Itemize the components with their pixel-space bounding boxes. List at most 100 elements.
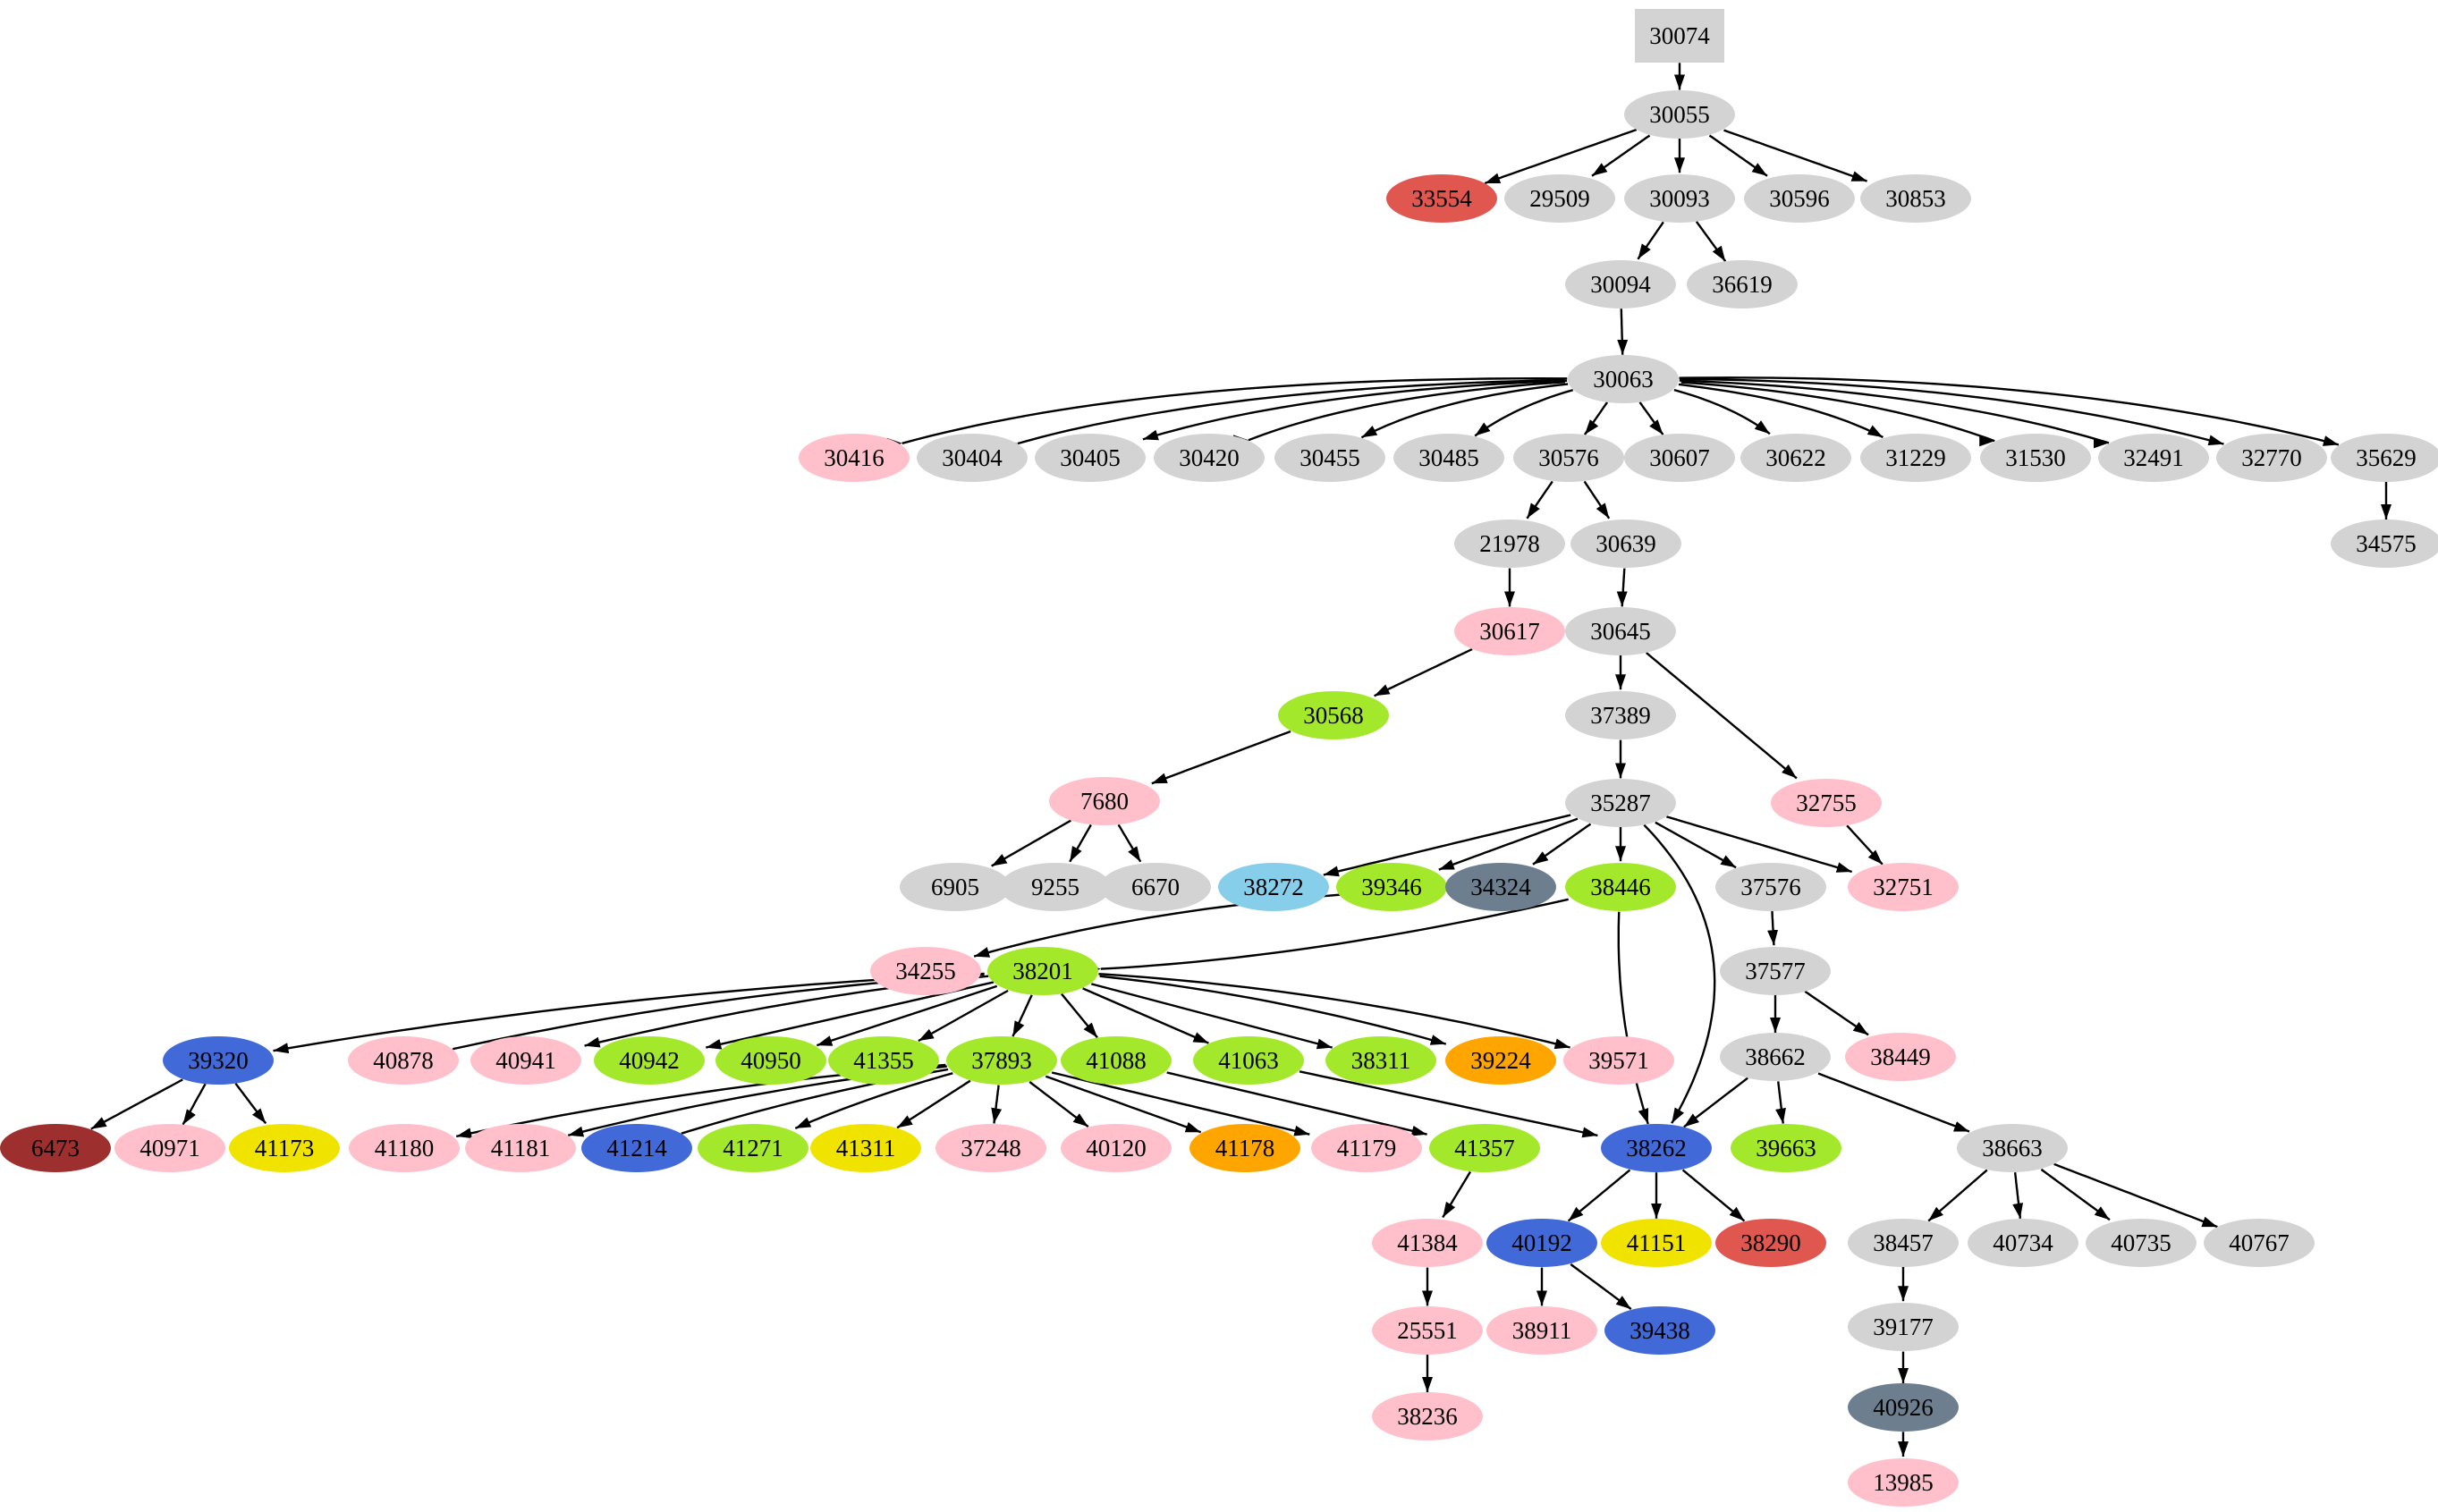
edge-41063-38262 — [1299, 1070, 1598, 1138]
edge-39320-6473 — [90, 1078, 183, 1130]
node-label: 40734 — [1993, 1229, 2053, 1256]
node-label: 35287 — [1590, 789, 1651, 816]
graph-node-6670: 6670 — [1100, 863, 1211, 911]
node-label: 41357 — [1454, 1134, 1515, 1161]
graph-node-30055: 30055 — [1624, 90, 1735, 139]
node-label: 30093 — [1649, 184, 1710, 212]
graph-node-6473: 6473 — [0, 1124, 111, 1172]
graph-node-38663: 38663 — [1957, 1124, 2068, 1172]
edge-30063-31229 — [1678, 383, 1884, 439]
graph-node-39177: 39177 — [1848, 1303, 1959, 1351]
edge-37893-41271 — [794, 1072, 953, 1129]
graph-node-40735: 40735 — [2086, 1219, 2197, 1267]
graph-node-40192: 40192 — [1486, 1219, 1597, 1267]
graph-node-40926: 40926 — [1848, 1383, 1959, 1432]
node-label: 30074 — [1649, 21, 1710, 49]
graph-node-41179: 41179 — [1311, 1124, 1422, 1172]
graph-node-37248: 37248 — [935, 1124, 1046, 1172]
edge-38663-40735 — [2040, 1168, 2111, 1221]
node-label: 7680 — [1080, 787, 1129, 815]
graph-node-30485: 30485 — [1393, 434, 1504, 482]
node-label: 40878 — [373, 1046, 434, 1074]
edge-38262-38290 — [1681, 1169, 1746, 1222]
node-label: 38272 — [1243, 873, 1304, 900]
graph-node-38272: 38272 — [1218, 863, 1329, 911]
edge-35287-34324 — [1532, 823, 1592, 866]
edge-30055-30596 — [1708, 134, 1768, 177]
node-label: 32770 — [2241, 443, 2302, 471]
edge-32755-32751 — [1846, 824, 1884, 866]
graph-node-38457: 38457 — [1848, 1219, 1959, 1267]
node-label: 6670 — [1131, 873, 1180, 900]
edge-37893-41311 — [896, 1079, 971, 1129]
graph-node-25551: 25551 — [1372, 1306, 1483, 1355]
graph-node-38262: 38262 — [1601, 1124, 1712, 1172]
edge-30617-30568 — [1374, 647, 1473, 697]
graph-node-13985: 13985 — [1848, 1458, 1959, 1507]
edge-39320-41173 — [234, 1082, 267, 1125]
node-label: 41384 — [1397, 1229, 1458, 1256]
graph-node-32491: 32491 — [2098, 434, 2209, 482]
node-label: 37389 — [1590, 701, 1651, 729]
node-label: 30568 — [1303, 701, 1364, 729]
graph-node-30063: 30063 — [1568, 355, 1679, 403]
edge-41088-41357 — [1166, 1071, 1427, 1136]
node-label: 21978 — [1479, 529, 1540, 557]
edge-7680-6905 — [991, 819, 1072, 867]
node-label: 40735 — [2111, 1229, 2171, 1256]
edge-38446-38201 — [1100, 898, 1569, 974]
edge-40192-39438 — [1570, 1263, 1632, 1311]
node-label: 30455 — [1299, 443, 1360, 471]
edge-38201-41355 — [918, 989, 1009, 1043]
edge-37576-37577 — [1767, 910, 1779, 946]
node-label: 34324 — [1470, 873, 1531, 900]
graph-node-40941: 40941 — [470, 1036, 581, 1085]
edge-38662-38262 — [1683, 1077, 1748, 1128]
graph-node-32751: 32751 — [1848, 863, 1959, 911]
node-label: 40941 — [495, 1046, 556, 1074]
graph-node-37389: 37389 — [1565, 691, 1676, 739]
edge-30093-36619 — [1695, 221, 1727, 262]
edge-35287-32751 — [1666, 815, 1853, 874]
node-label: 30063 — [1593, 365, 1654, 393]
node-label: 35629 — [2356, 443, 2417, 471]
node-label: 40942 — [619, 1046, 680, 1074]
node-label: 30576 — [1538, 443, 1599, 471]
edge-38201-41063 — [1082, 987, 1209, 1044]
node-label: 40767 — [2229, 1229, 2290, 1256]
node-label: 25551 — [1397, 1316, 1458, 1344]
edge-37893-37248 — [991, 1085, 1003, 1124]
node-label: 37893 — [971, 1046, 1032, 1074]
graph-node-9255: 9255 — [1000, 863, 1111, 911]
edge-30055-33554 — [1484, 128, 1638, 185]
graph-node-30576: 30576 — [1513, 434, 1624, 482]
graph-node-41088: 41088 — [1061, 1036, 1172, 1085]
edge-35287-37576 — [1655, 821, 1737, 869]
node-label: 38911 — [1511, 1316, 1572, 1344]
node-label: 30645 — [1590, 617, 1651, 645]
edge-38201-38311 — [1091, 983, 1333, 1050]
node-label: 34575 — [2356, 529, 2417, 557]
graph-node-30568: 30568 — [1278, 691, 1389, 739]
graph-node-38911: 38911 — [1486, 1306, 1597, 1355]
edge-38201-39571 — [1098, 973, 1570, 1050]
node-label: 32491 — [2123, 443, 2184, 471]
graph-node-30074: 30074 — [1635, 9, 1724, 63]
edge-41357-41384 — [1442, 1170, 1472, 1219]
node-label: 41181 — [490, 1134, 551, 1161]
node-label: 30055 — [1649, 100, 1710, 128]
node-label: 40971 — [140, 1134, 200, 1161]
edge-30063-32491 — [1679, 379, 2110, 444]
edge-30063-31530 — [1680, 381, 1995, 443]
edge-30063-35629 — [1679, 376, 2340, 446]
graph-node-38311: 38311 — [1325, 1036, 1436, 1085]
graph-node-29509: 29509 — [1504, 174, 1615, 223]
graph-node-30416: 30416 — [799, 434, 910, 482]
graph-node-41384: 41384 — [1372, 1219, 1483, 1267]
graph-node-38236: 38236 — [1372, 1392, 1483, 1440]
graph-node-41214: 41214 — [581, 1124, 692, 1172]
graph-node-40950: 40950 — [715, 1036, 826, 1085]
graph-node-40878: 40878 — [348, 1036, 459, 1085]
node-label: 29509 — [1529, 184, 1590, 212]
